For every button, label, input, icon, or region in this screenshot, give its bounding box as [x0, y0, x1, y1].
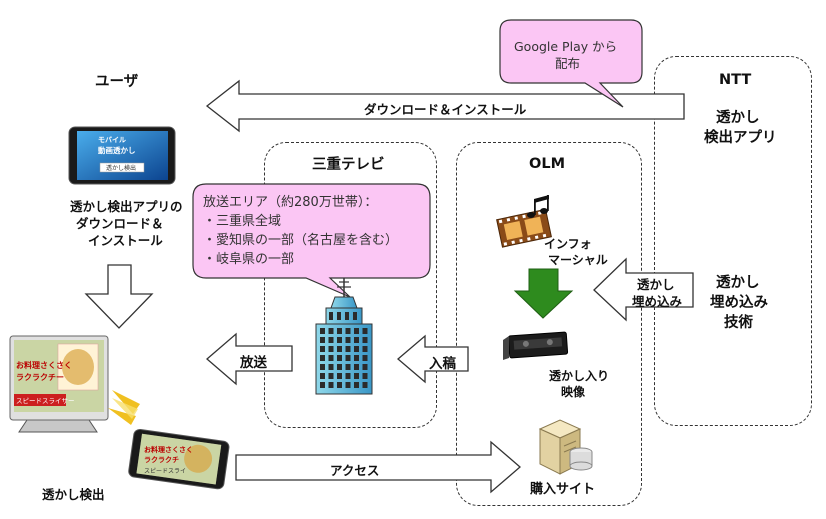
tv-screen-line3: スピードスライサー	[16, 397, 75, 405]
google-play-line1: Google Play から	[514, 39, 618, 54]
tv-screen-line2: ラクラクチー	[16, 373, 64, 382]
watermarked-video-label-2: 映像	[561, 385, 586, 399]
mie-tv-title: 三重テレビ	[312, 157, 385, 173]
infomercial-label-2: マーシャル	[548, 253, 608, 267]
infomercial-label-1: インフォ	[544, 237, 592, 251]
broadcast-area-title: 放送エリア（約280万世帯）：	[203, 195, 378, 210]
download-arrow-label: ダウンロード＆インストール	[364, 102, 527, 117]
user-download-label-1: 透かし検出アプリの	[70, 199, 183, 214]
broadcast-area-item-1: ・三重県全域	[203, 214, 282, 229]
ntt-embed-tech-label-3: 技術	[724, 315, 753, 331]
phone-bottom-screen-line3: スピードスライ	[144, 468, 187, 475]
submission-arrow-label: 入稿	[429, 356, 456, 372]
olm-group-box	[456, 142, 642, 506]
phone-bottom-screen-line1: お料理さくさく	[144, 446, 193, 454]
broadcast-area-item-3: ・岐阜県の一部	[203, 252, 295, 267]
ntt-title: NTT	[719, 72, 752, 88]
watermark-detect-label: 透かし検出	[42, 487, 105, 502]
user-download-label-2: ダウンロード＆	[76, 216, 164, 231]
user-title: ユーザ	[95, 74, 139, 90]
ntt-detect-app-label-2: 検出アプリ	[704, 130, 777, 146]
ntt-embed-tech-label-2: 埋め込み	[710, 295, 768, 311]
google-play-line2: 配布	[555, 56, 581, 71]
watermarked-video-label-1: 透かし入り	[549, 369, 610, 383]
phone-top-screen-button: 透かし検出	[106, 165, 137, 172]
mie-tv-group-box	[264, 142, 437, 428]
olm-title: OLM	[529, 156, 565, 172]
ntt-detect-app-label-1: 透かし	[716, 110, 760, 126]
ntt-embed-tech-label-1: 透かし	[716, 275, 760, 291]
purchase-site-label: 購入サイト	[530, 482, 596, 497]
broadcast-arrow-label: 放送	[240, 355, 267, 371]
phone-top-screen-line1: モバイル	[98, 136, 126, 144]
access-arrow-label: アクセス	[330, 463, 380, 478]
phone-bottom-screen-line2: ラクラクチ	[144, 456, 179, 464]
tv-screen-line1: お料理さくさく	[16, 361, 72, 370]
user-download-label-3: インストール	[88, 233, 163, 248]
broadcast-area-item-2: ・愛知県の一部（名古屋を含む）	[203, 233, 399, 248]
embed-arrow-label-1: 透かし	[637, 277, 675, 292]
embed-arrow-label-2: 埋め込み	[632, 294, 683, 309]
ntt-group-box	[654, 56, 812, 426]
phone-top-screen-line2: 動画透かし	[98, 146, 136, 155]
